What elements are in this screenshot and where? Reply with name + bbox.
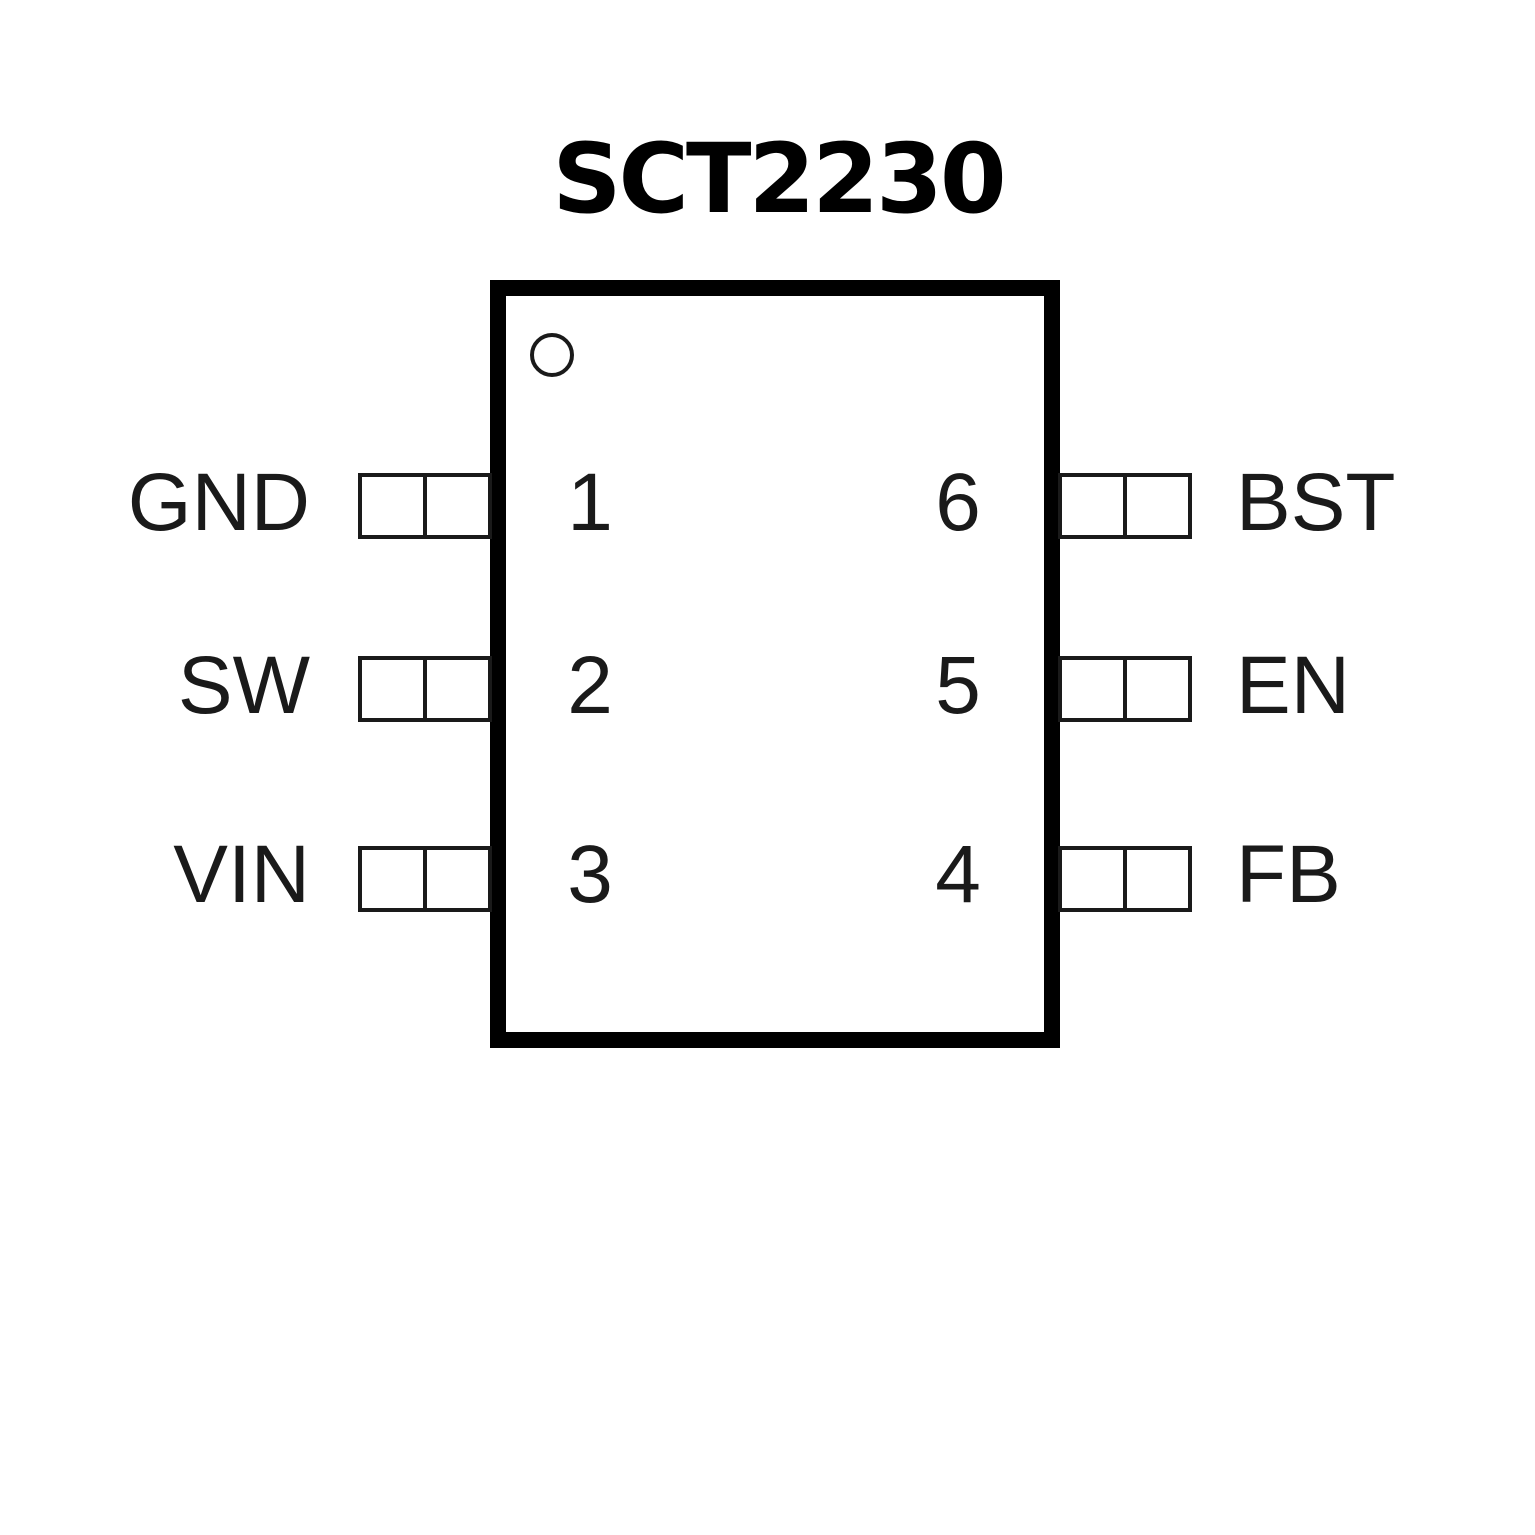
- pin-name: BST: [1236, 457, 1395, 548]
- pin-4: FB 4: [935, 829, 1341, 920]
- pin-number: 5: [935, 640, 981, 731]
- pin-6: BST 6: [935, 457, 1395, 548]
- pin-name: FB: [1236, 829, 1341, 920]
- pin-name: SW: [178, 640, 311, 731]
- pin1-marker: [530, 333, 574, 377]
- pin-name: GND: [128, 457, 310, 548]
- pin-number: 3: [567, 829, 613, 920]
- pin-1: GND 1: [128, 457, 613, 548]
- pin-3: VIN 3: [173, 829, 613, 920]
- pin-number: 1: [567, 457, 613, 548]
- chip-body: [490, 280, 1060, 1048]
- pin-name: EN: [1236, 640, 1350, 731]
- pin-name: VIN: [173, 829, 310, 920]
- chip-title: SCT2230: [552, 123, 1003, 235]
- pin-number: 2: [567, 640, 613, 731]
- pin-number: 4: [935, 829, 981, 920]
- pin-5: EN 5: [935, 640, 1350, 731]
- pin-number: 6: [935, 457, 981, 548]
- pin-2: SW 2: [178, 640, 613, 731]
